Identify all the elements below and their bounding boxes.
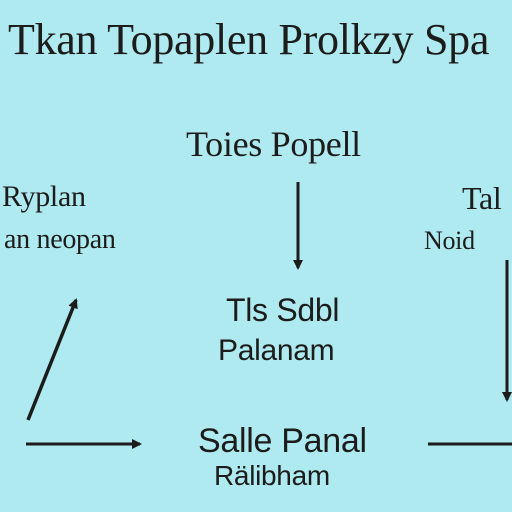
diagram-title: Tkan Topaplen Prolkzy Spa — [8, 15, 490, 64]
right-node-sublabel: Noid — [424, 226, 475, 255]
right-node-label: Tal — [462, 180, 502, 216]
left-node-sublabel: an neopan — [4, 224, 116, 255]
left-node-label: Ryplan — [2, 180, 86, 213]
top-node-label: Toies Popell — [186, 124, 361, 164]
center-node-sublabel: Palanam — [218, 334, 335, 367]
center-node-label: Tls Sdbl — [226, 292, 340, 328]
bottom-node-label: Salle Panal — [198, 422, 367, 460]
arrow-diagonal-up — [26, 298, 78, 421]
bottom-node-sublabel: Rälibham — [214, 460, 330, 491]
